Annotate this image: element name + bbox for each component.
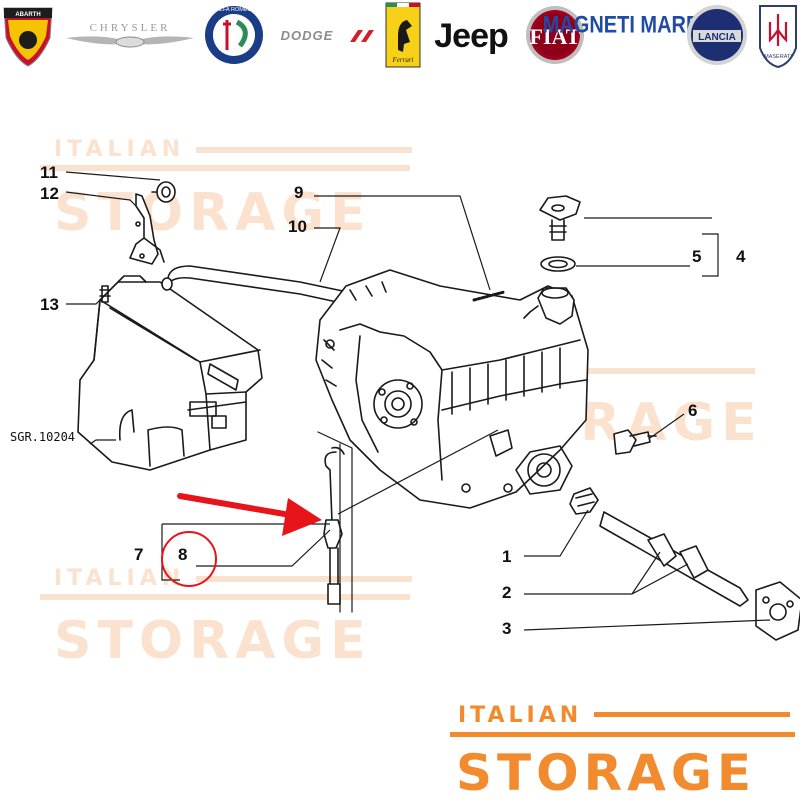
- chrysler-logo[interactable]: CHRYSLER: [66, 22, 194, 48]
- leader-6: [649, 413, 685, 439]
- bracket-7: [161, 524, 180, 581]
- leader-1: [524, 509, 589, 557]
- lancia-logo[interactable]: LANCIA: [687, 5, 747, 65]
- callout-numbers: 11 12 13 9 10 5 4 6 1 2 3 7 8 SGR.10204: [10, 163, 746, 638]
- watermark-upper-line2: STORAGE: [54, 183, 372, 243]
- callout-5[interactable]: 5: [692, 247, 701, 266]
- shift-bracket[interactable]: [129, 181, 176, 265]
- leader-sgr: [89, 439, 116, 445]
- gearbox-housing[interactable]: [315, 269, 589, 509]
- watermark-upper-bar: [196, 147, 412, 153]
- callout-11[interactable]: 11: [40, 163, 58, 182]
- chrysler-wordmark: CHRYSLER: [90, 22, 171, 34]
- callout-8[interactable]: 8: [178, 545, 187, 564]
- fiat-logo[interactable]: FIAT: [526, 6, 584, 64]
- bracket-4: [702, 233, 719, 277]
- watermark-upper-line1: ITALIAN: [54, 137, 185, 162]
- highlight-arrow-shaft: [177, 493, 299, 519]
- leader-11: [65, 171, 161, 181]
- watermark-upper: ITALIAN STORAGE: [40, 137, 412, 243]
- callout-9[interactable]: 9: [294, 183, 303, 202]
- highlight-callout-8: [161, 493, 322, 587]
- leader-2: [524, 551, 689, 595]
- leader-3: [523, 619, 771, 631]
- leader-9: [314, 195, 491, 291]
- leader-lines: [65, 171, 771, 631]
- callout-12[interactable]: 12: [40, 184, 59, 203]
- leader-8: [196, 529, 331, 567]
- ferrari-logo[interactable]: Ferrari: [385, 2, 421, 68]
- italian-storage-logo[interactable]: ITALIAN STORAGE: [450, 703, 795, 800]
- callout-13[interactable]: 13: [40, 295, 59, 314]
- lancia-wordmark: LANCIA: [698, 32, 736, 43]
- maserati-logo[interactable]: MASERATI: [759, 5, 797, 69]
- watermark-lower-line1: ITALIAN: [54, 566, 185, 591]
- callout-6[interactable]: 6: [688, 401, 697, 420]
- alfa-romeo-wordmark: ALFA ROMEO: [216, 7, 252, 13]
- highlight-arrow-head: [282, 498, 322, 536]
- line-art: [77, 181, 800, 641]
- dodge-wordmark: DODGE: [281, 28, 334, 43]
- filler-cap-assembly[interactable]: [539, 195, 581, 272]
- dipstick[interactable]: [323, 443, 345, 613]
- watermark-lower-bar: [196, 576, 412, 582]
- footer-logo-bar-bottom: [450, 732, 795, 737]
- watermark-lower: ITALIAN STORAGE: [40, 566, 412, 671]
- watermark-lower-line2: STORAGE: [54, 611, 372, 671]
- highlight-circle: [161, 531, 217, 587]
- callout-10[interactable]: 10: [288, 217, 307, 236]
- leader-10: [314, 227, 341, 283]
- footer-logo-line1: ITALIAN: [458, 703, 582, 728]
- speedo-drive-shaft[interactable]: [569, 487, 800, 641]
- fluid-reservoir[interactable]: [77, 275, 263, 471]
- callout-7[interactable]: 7: [134, 545, 143, 564]
- callout-1[interactable]: 1: [502, 547, 511, 566]
- dodge-logo[interactable]: DODGE: [281, 28, 374, 43]
- callout-4[interactable]: 4: [736, 247, 746, 266]
- leader-12: [65, 191, 137, 207]
- alfa-romeo-logo[interactable]: ALFA ROMEO: [205, 6, 263, 64]
- abarth-wordmark: ABARTH: [15, 12, 40, 18]
- footer-logo-bar-top: [594, 712, 790, 717]
- jeep-logo[interactable]: Jeep: [434, 17, 509, 55]
- ferrari-wordmark: Ferrari: [392, 56, 414, 64]
- fiat-wordmark: FIAT: [530, 24, 581, 49]
- brand-logo-strip: ABARTH CHRYSLER ALFA ROMEO DODGE: [3, 2, 797, 69]
- callout-3[interactable]: 3: [502, 619, 511, 638]
- reference-code[interactable]: SGR.10204: [10, 430, 75, 444]
- callout-2[interactable]: 2: [502, 583, 511, 602]
- watermark-upper-bar2: [40, 165, 410, 171]
- watermark-lower-bar2: [40, 594, 410, 600]
- jeep-wordmark: Jeep: [434, 17, 508, 55]
- leader-13: [66, 295, 105, 305]
- footer-logo-line2: STORAGE: [456, 744, 756, 800]
- sensor-part[interactable]: [613, 429, 657, 455]
- maserati-wordmark: MASERATI: [764, 54, 792, 60]
- watermark-middle-bar: [455, 368, 755, 374]
- leader-dipstick-tube: [337, 429, 499, 515]
- abarth-logo[interactable]: ABARTH: [3, 7, 53, 67]
